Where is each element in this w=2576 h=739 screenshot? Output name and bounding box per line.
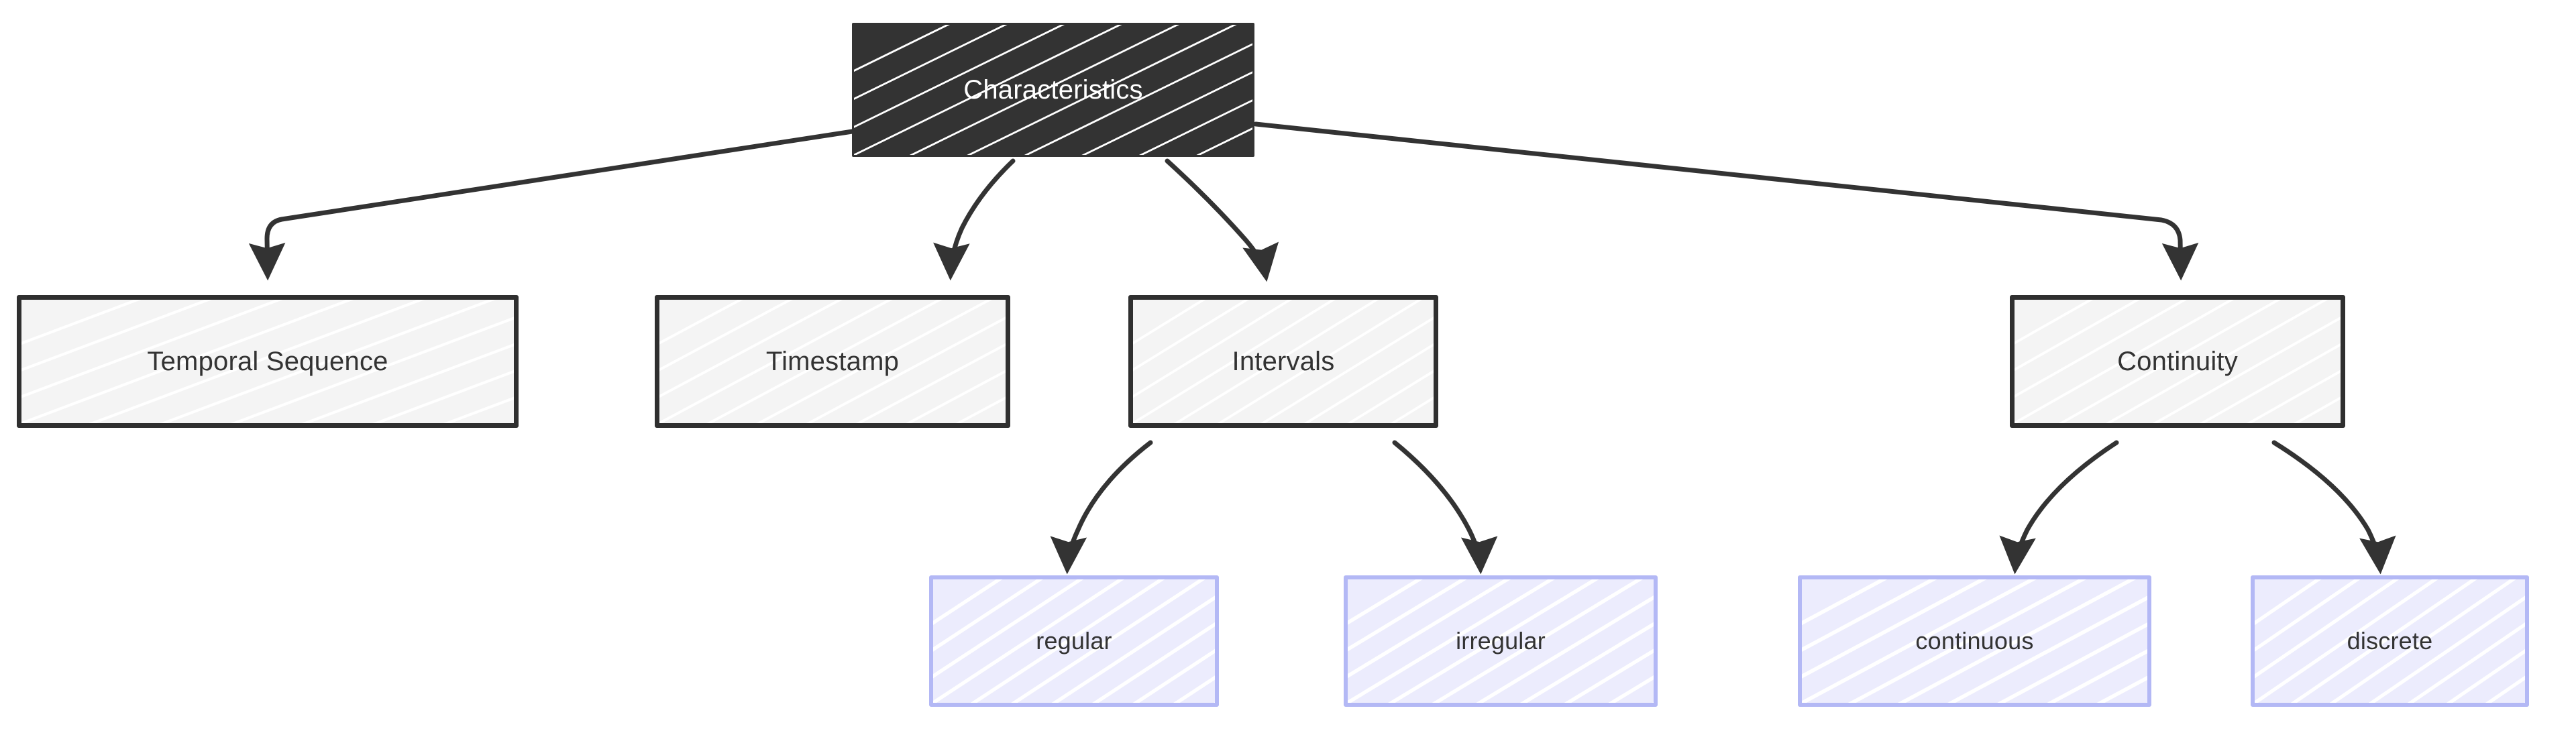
node-temporal-sequence[interactable]: Temporal Sequence [17, 295, 519, 428]
edge-intervals-regular [1050, 440, 1153, 575]
edge-continuity-discrete [2271, 440, 2396, 575]
edge-characteristics-intervals [1165, 158, 1279, 282]
node-discrete[interactable]: discrete [2251, 575, 2529, 707]
node-label-regular: regular [1036, 627, 1112, 655]
edge-characteristics-continuity [1253, 121, 2199, 281]
node-label-timestamp: Timestamp [765, 347, 900, 376]
node-intervals[interactable]: Intervals [1128, 295, 1438, 428]
node-irregular[interactable]: irregular [1344, 575, 1658, 707]
node-continuous[interactable]: continuous [1798, 575, 2151, 707]
node-label-discrete: discrete [2347, 627, 2433, 655]
node-label-continuity: Continuity [2117, 347, 2238, 376]
node-regular[interactable]: regular [929, 575, 1219, 707]
node-characteristics[interactable]: Characteristics [852, 23, 1254, 157]
edge-characteristics-timestamp [933, 158, 1016, 281]
node-label-characteristics: Characteristics [963, 75, 1143, 105]
node-continuity[interactable]: Continuity [2010, 295, 2345, 428]
node-label-continuous: continuous [1915, 627, 2034, 655]
node-timestamp[interactable]: Timestamp [655, 295, 1010, 428]
edge-characteristics-temporal-sequence [248, 127, 868, 281]
node-label-temporal-sequence: Temporal Sequence [147, 347, 388, 376]
edge-continuity-continuous [1999, 440, 2119, 575]
edge-intervals-irregular [1392, 440, 1498, 575]
node-label-irregular: irregular [1456, 627, 1546, 655]
node-label-intervals: Intervals [1232, 347, 1335, 376]
